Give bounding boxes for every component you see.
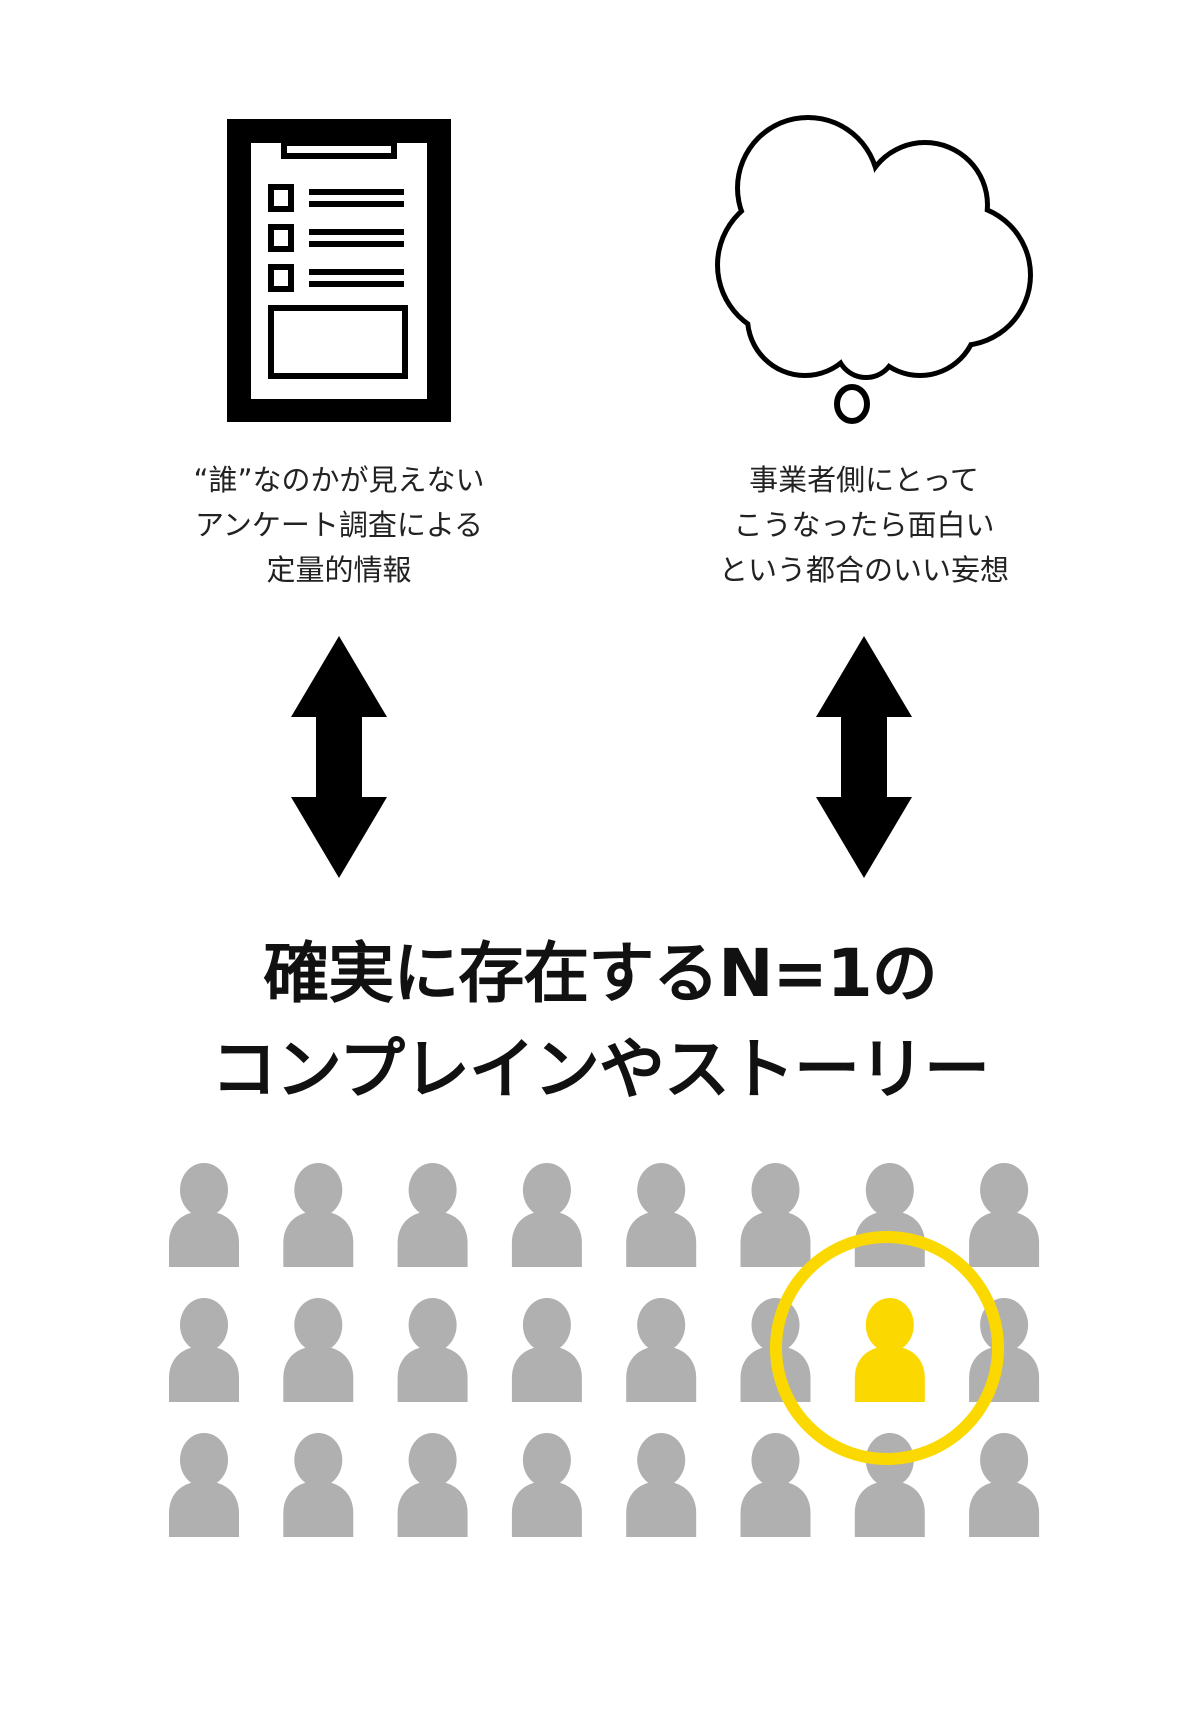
person-icon	[169, 1298, 239, 1402]
caption-line: 事業者側にとって	[749, 463, 979, 497]
person-icon	[740, 1433, 811, 1537]
person-icon	[626, 1433, 697, 1537]
double-arrow-icon	[816, 636, 912, 878]
person-icon	[397, 1433, 468, 1537]
people-grid	[169, 1163, 1040, 1537]
headline-line-2: コンプレインやストーリー	[210, 1031, 990, 1108]
person-icon	[854, 1163, 925, 1267]
person-icon	[169, 1433, 239, 1537]
person-icon	[626, 1163, 697, 1267]
highlight-circle	[770, 1231, 1004, 1465]
person-icon	[511, 1163, 582, 1267]
person-icon	[283, 1433, 354, 1537]
person-icon	[969, 1163, 1040, 1267]
caption-line: 定量的情報	[266, 553, 412, 587]
person-icon	[397, 1163, 468, 1267]
caption-line: “誰”なのかが見えない	[193, 463, 485, 497]
double-arrow-icon	[291, 636, 387, 878]
person-icon	[511, 1433, 582, 1537]
person-icon	[397, 1298, 468, 1402]
person-icon	[626, 1298, 697, 1402]
caption-line: アンケート調査による	[195, 508, 483, 542]
person-icon	[969, 1298, 1040, 1402]
person-icon	[969, 1433, 1040, 1537]
clipboard-icon	[227, 119, 451, 422]
right-caption: 事業者側にとって こうなったら面白い という都合のいい妄想	[654, 458, 1074, 593]
person-icon	[740, 1163, 811, 1267]
headline-line-1: 確実に存在するN=1の	[263, 935, 937, 1012]
thought-cloud-icon	[715, 115, 1033, 424]
person-icon	[854, 1433, 925, 1537]
person-icon	[283, 1163, 354, 1267]
person-icon	[511, 1298, 582, 1402]
highlighted-person-icon	[814, 1288, 965, 1412]
caption-line: という都合のいい妄想	[718, 553, 1009, 587]
caption-line: こうなったら面白い	[733, 508, 995, 542]
left-caption: “誰”なのかが見えない アンケート調査による 定量的情報	[129, 458, 549, 593]
person-icon	[169, 1163, 239, 1267]
person-icon	[283, 1298, 354, 1402]
